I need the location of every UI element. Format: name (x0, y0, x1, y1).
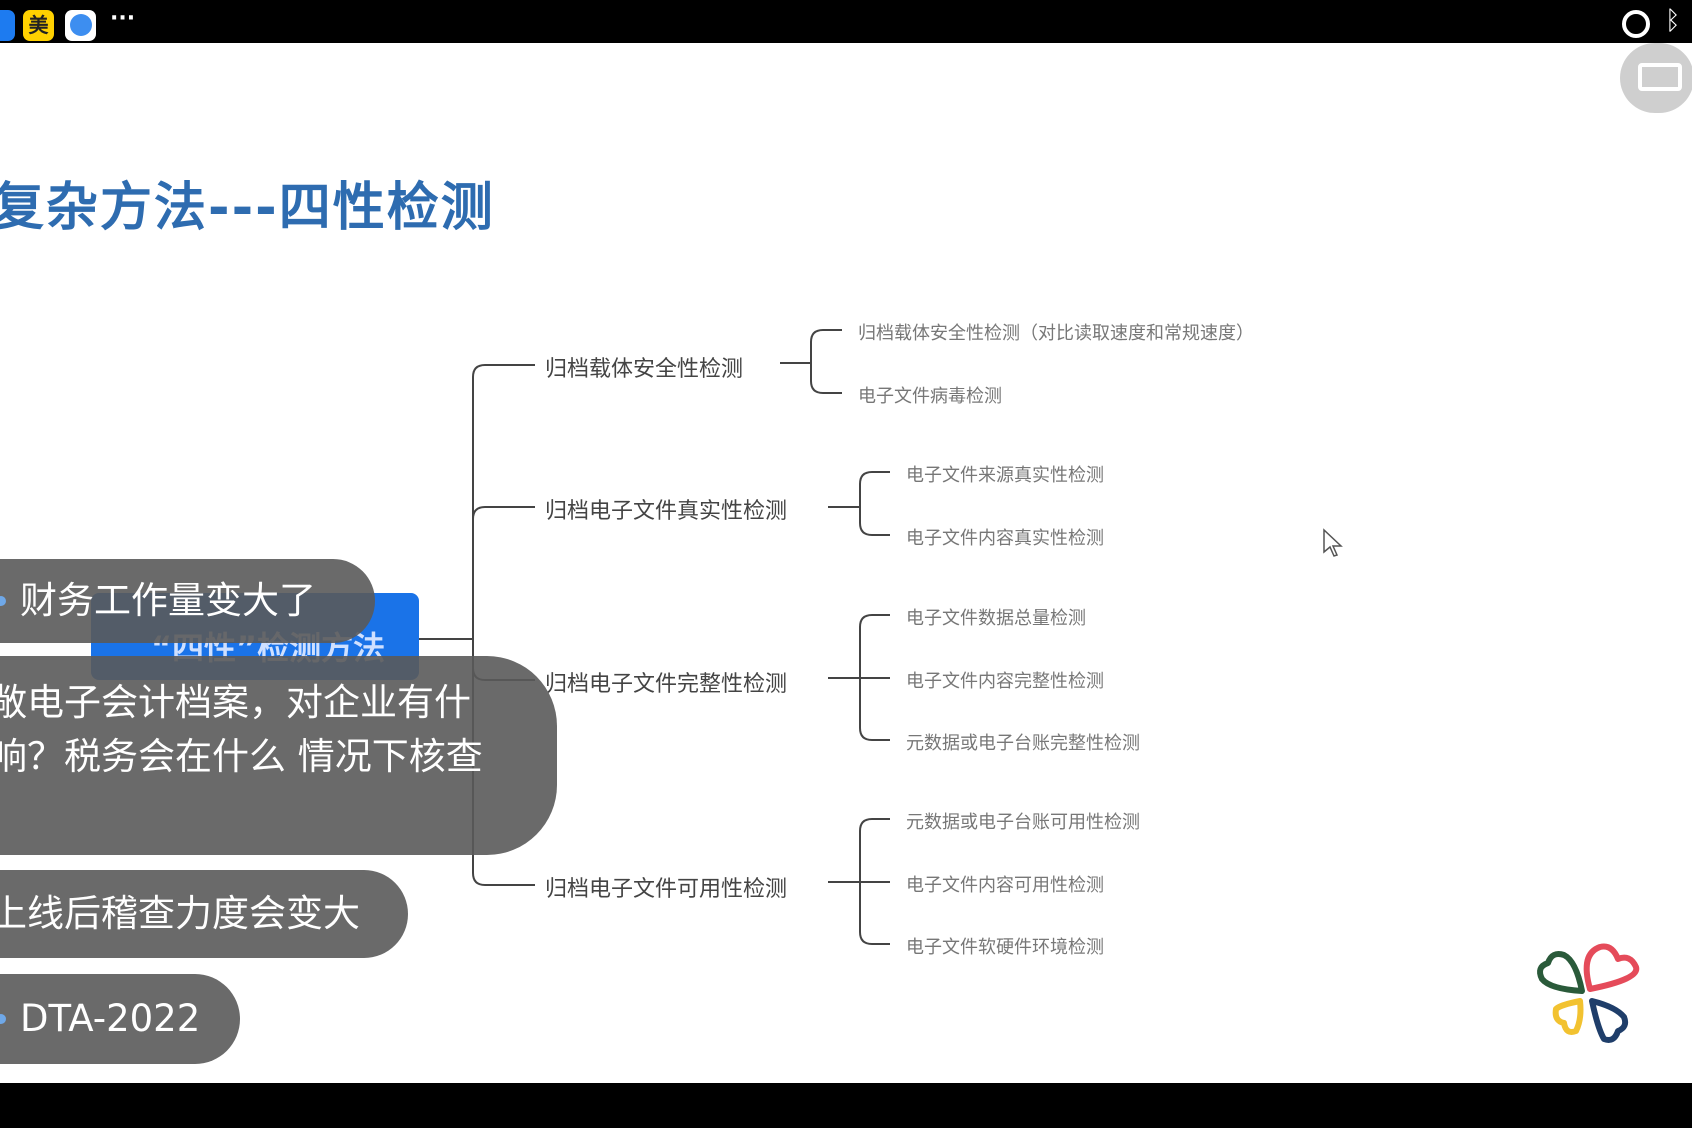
comment-bubble: 财务工作量变大了 (0, 559, 375, 643)
browser-app-icon[interactable] (65, 10, 96, 41)
status-bar: 美 ··· ᛒ (0, 0, 1692, 43)
bracket-2 (828, 471, 890, 536)
branch-node-usability: 归档电子文件可用性检测 (545, 877, 788, 902)
leaf-node: 电子文件软硬件环境检测 (906, 937, 1104, 958)
branch-node-integrity: 归档电子文件完整性检测 (545, 672, 788, 697)
bracket-1 (780, 329, 842, 394)
comment-text-line: 敞电子会计档案，对企业有什 (0, 681, 471, 724)
meituan-app-icon[interactable]: 美 (23, 10, 54, 41)
floating-window-button[interactable] (1620, 43, 1692, 113)
branch-node-authenticity: 归档电子文件真实性检测 (545, 499, 788, 524)
comment-bubble: DTA-2022 (0, 974, 240, 1064)
leaf-node: 电子文件内容真实性检测 (906, 528, 1104, 549)
comment-text: 财务工作量变大了 (20, 579, 316, 622)
user-dot-icon (0, 596, 6, 606)
leaf-node: 归档载体安全性检测（对比读取速度和常规速度） (858, 323, 1254, 344)
app-icon-blue[interactable] (0, 10, 15, 41)
leaf-node: 电子文件病毒检测 (858, 386, 1002, 407)
mouse-cursor-icon (1323, 528, 1343, 557)
leaf-node: 电子文件来源真实性检测 (906, 465, 1104, 486)
comment-bubble: 上线后稽查力度会变大 (0, 870, 408, 958)
leaf-node: 元数据或电子台账完整性检测 (906, 733, 1140, 754)
comment-bubble: 敞电子会计档案，对企业有什 响？税务会在什么 情况下核查 (0, 656, 557, 855)
leaf-node: 元数据或电子台账可用性检测 (906, 812, 1140, 833)
leaf-node: 电子文件内容可用性检测 (906, 875, 1104, 896)
comment-text-line: 响？税务会在什么 情况下核查 (0, 735, 483, 778)
bracket-3 (828, 614, 890, 741)
user-dot-icon (0, 1014, 6, 1024)
leaf-node: 电子文件数据总量检测 (906, 608, 1086, 629)
bracket-4 (828, 818, 890, 945)
trunk-branch-2 (472, 506, 535, 520)
globe-icon (69, 14, 92, 36)
comment-text: DTA-2022 (20, 997, 201, 1040)
main-trunk (472, 364, 535, 886)
window-icon (1638, 63, 1682, 91)
slide-title: 复杂方法---四性检测 (0, 178, 495, 238)
clover-logo-icon (1537, 943, 1640, 1043)
branch-node-carrier-security: 归档载体安全性检测 (545, 357, 744, 382)
alarm-icon (1622, 10, 1650, 38)
comment-text: 上线后稽查力度会变大 (0, 892, 360, 935)
leaf-node: 电子文件内容完整性检测 (906, 671, 1104, 692)
bottom-bar (0, 1083, 1692, 1128)
bluetooth-icon: ᛒ (1665, 6, 1681, 36)
more-icon[interactable]: ··· (110, 6, 136, 31)
